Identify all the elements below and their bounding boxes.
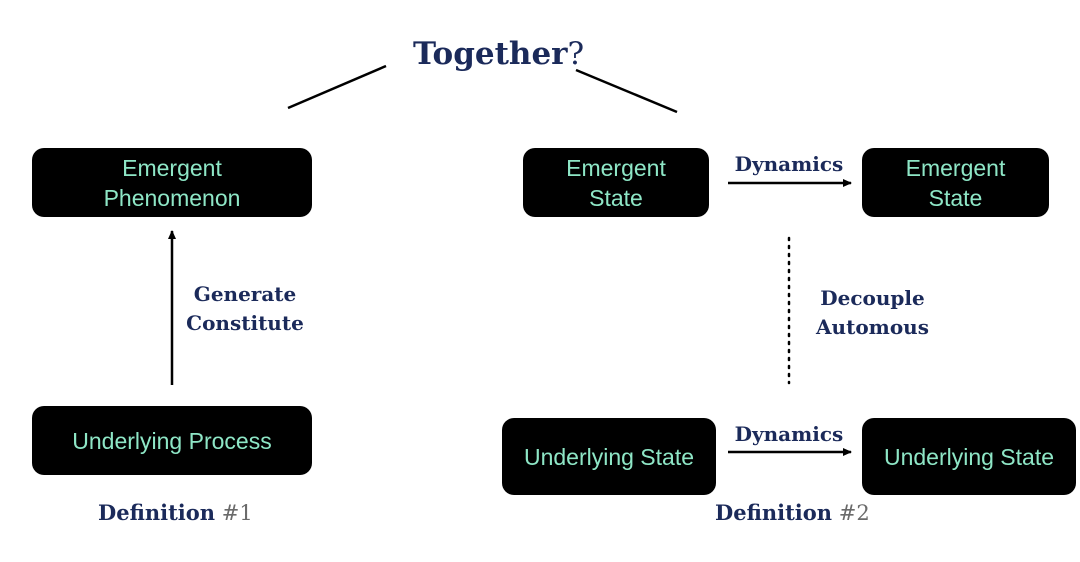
title-text: Together: [413, 36, 568, 72]
node-underlying-process: Underlying Process: [32, 406, 312, 475]
node-underlying-state-left: Underlying State: [502, 418, 716, 495]
node-label: Underlying State: [523, 443, 695, 470]
constitute-label: Constitute: [186, 311, 304, 335]
node-emergent-state-right: Emergent State: [862, 148, 1049, 217]
node-label: Emergent State: [566, 154, 666, 211]
node-label: Underlying Process: [72, 427, 272, 454]
caption-word: Definition: [715, 500, 833, 525]
caption-number: #2: [838, 501, 870, 525]
dynamics-label-top: Dynamics: [734, 152, 844, 176]
automous-label: Automous: [816, 315, 929, 339]
caption-word: Definition: [98, 500, 216, 525]
node-emergent-phenomenon: Emergent Phenomenon: [32, 148, 312, 217]
together-left-line: [287, 64, 387, 110]
node-underlying-state-right: Underlying State: [862, 418, 1076, 495]
node-label: Emergent State: [905, 154, 1006, 211]
decouple-automous-label: Decouple Automous: [805, 284, 940, 342]
definition-2-caption: Definition #2: [715, 500, 870, 525]
node-label: Underlying State: [883, 443, 1055, 470]
diagram-title: Together?: [413, 36, 584, 72]
generate-label: Generate: [193, 282, 297, 306]
together-right-line: [575, 68, 678, 114]
definition-1-caption: Definition #1: [98, 500, 253, 525]
title-question-mark: ?: [567, 36, 585, 72]
generate-constitute-label: Generate Constitute: [180, 280, 310, 338]
dynamics-label-bottom: Dynamics: [734, 422, 844, 446]
decouple-label: Decouple: [820, 286, 925, 310]
node-emergent-state-left: Emergent State: [523, 148, 709, 217]
node-label: Emergent Phenomenon: [103, 154, 241, 211]
caption-number: #1: [221, 501, 253, 525]
